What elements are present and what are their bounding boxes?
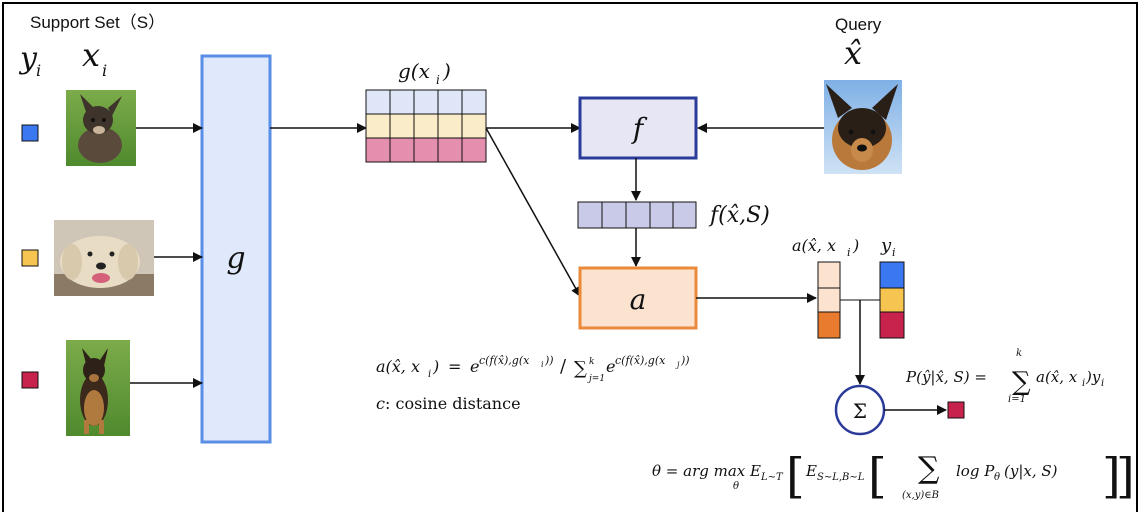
g-embedding-matrix [365,89,487,163]
svg-text:x: x [82,36,100,74]
label-square-red [21,371,39,389]
svg-text:a(x̂, x: a(x̂, x [792,236,836,255]
svg-text:k: k [589,357,594,367]
svg-text:)): )) [680,354,690,367]
svg-text:(x,y)∈B: (x,y)∈B [902,490,939,501]
svg-text:i: i [847,246,851,259]
svg-text:[: [ [786,448,805,504]
support-set-label: Support Set（S） [30,13,165,32]
attention-formula: a(x̂, x i ) = e c(f(x̂),g(x i )) / ∑ k j… [376,354,690,384]
support-image-shepherd [66,340,130,436]
svg-text:e: e [606,357,615,376]
svg-text:]: ] [1102,448,1121,504]
svg-text:i: i [1082,378,1085,389]
svg-text:e: e [470,357,479,376]
svg-text:)): )) [544,354,554,367]
fxs-label: f(x̂,S) [708,203,770,228]
svg-text:∑: ∑ [918,451,940,486]
attention-weights-label: a(x̂, x i ) [792,236,859,259]
gx-label: g(x i ) [398,59,451,87]
svg-text:∑: ∑ [574,358,587,379]
svg-text:L∼T: L∼T [760,472,784,483]
svg-text:k: k [1016,348,1022,359]
svg-text:i: i [36,61,41,80]
svg-text:E: E [805,462,817,480]
yi-right-label: y i [880,235,896,259]
query-image-shepherd [824,80,902,174]
svg-text:c(f(x̂),g(x: c(f(x̂),g(x [615,354,666,367]
svg-text:i: i [436,73,440,87]
sum-symbol: Σ [853,399,867,423]
g-encoder-label: g [226,241,245,276]
svg-text:c(f(x̂),g(x: c(f(x̂),g(x [479,354,530,367]
arrow-embeddings-to-a [485,127,581,297]
theta-formula: θ = arg max θ E L∼T [ E S∼L,B∼L [ ∑ (x,y… [652,448,1135,504]
svg-text:θ: θ [994,472,1000,483]
svg-text:E: E [749,462,761,480]
svg-text:i: i [892,246,896,259]
svg-text:∑: ∑ [1012,367,1031,397]
output-label-square [947,401,965,419]
svg-text:S∼L,B∼L: S∼L,B∼L [817,472,865,483]
svg-text:): ) [852,236,859,255]
svg-text:c: c [376,394,385,413]
a-attention-label: a [630,283,647,316]
yi-column-header: y i [18,41,41,80]
svg-text:j=1: j=1 [587,374,605,384]
probability-formula: P(ŷ|x̂, S) = ∑ k i=1 a(x̂, x i )y i [905,348,1104,405]
support-image-labrador [54,220,154,296]
svg-text:i: i [102,61,107,80]
svg-text:θ = arg max: θ = arg max [652,462,746,480]
svg-text:=: = [448,357,461,376]
svg-text:θ: θ [733,481,739,492]
label-square-blue [21,124,39,142]
svg-text:i: i [1101,378,1104,389]
xi-column-header: x i [82,36,107,80]
svg-text:P(ŷ|x̂, S) =: P(ŷ|x̂, S) = [905,368,987,386]
svg-text:): ) [432,357,439,376]
query-label: Query [835,15,882,34]
svg-text:i: i [541,360,544,369]
cosine-note: c : cosine distance [376,394,521,413]
svg-text:[: [ [868,448,887,504]
g-encoder-block [200,54,272,444]
svg-text:(y|x, S): (y|x, S) [1004,462,1058,480]
support-image-chihuahua [66,90,136,166]
svg-text:]: ] [1116,448,1135,504]
svg-text:y: y [18,41,38,76]
svg-text:i=1: i=1 [1008,394,1026,405]
f-output-vector [577,201,697,229]
svg-text:: cosine distance: : cosine distance [385,394,521,413]
svg-text:): ) [442,59,451,83]
svg-text:y: y [880,235,892,256]
svg-text:a(x̂, x: a(x̂, x [376,357,420,376]
f-encoder-block [578,96,698,160]
yi-labels-column [879,261,905,339]
svg-text:log P: log P [956,462,995,480]
attention-weights-column [817,261,841,339]
svg-text:g(x: g(x [398,59,430,83]
label-square-yellow [21,249,39,267]
svg-text:/: / [560,356,567,377]
svg-text:j: j [675,360,680,369]
query-xhat-label: x̂ [844,34,862,72]
svg-text:a(x̂, x: a(x̂, x [1036,368,1078,386]
svg-text:)y: )y [1085,368,1101,386]
svg-text:i: i [428,369,431,380]
